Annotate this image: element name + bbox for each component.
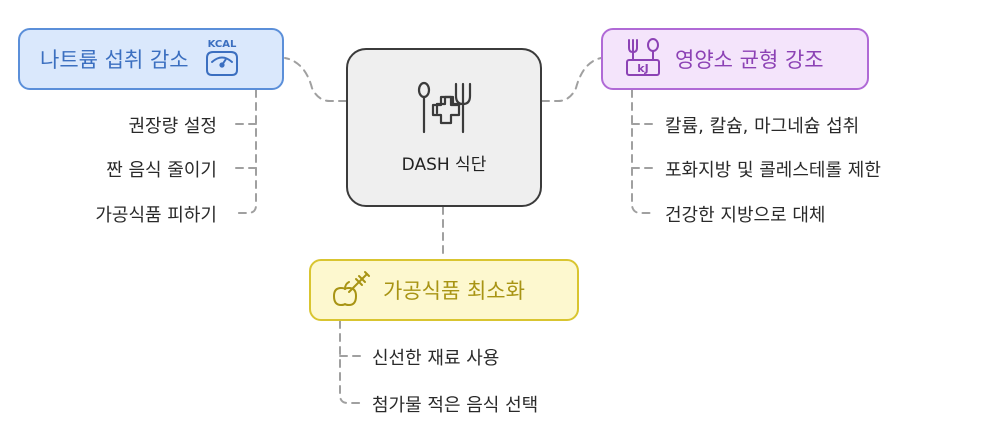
- link-center-balance: [541, 57, 602, 102]
- leaf-sodium-3: 가공식품 피하기: [95, 205, 217, 226]
- topic-processed: 가공식품 최소화: [309, 259, 579, 321]
- topic-processed-label: 가공식품 최소화: [383, 279, 525, 303]
- center-node: DASH 식단: [346, 48, 542, 207]
- leaf-sodium-2: 짠 음식 줄이기: [106, 160, 217, 181]
- link-center-sodium: [284, 57, 347, 102]
- leaf-processed-2: 첨가물 적은 음식 선택: [372, 395, 539, 416]
- leaf-sodium-1: 권장량 설정: [128, 116, 217, 137]
- leaf-balance-1: 칼륨, 칼슘, 마그네슘 섭취: [665, 116, 860, 137]
- kj-utensils-icon: kJ: [623, 36, 663, 83]
- link-balance-leaves: [631, 89, 656, 214]
- topic-balance: kJ 영양소 균형 강조: [601, 28, 869, 90]
- link-processed-leaves: [339, 320, 361, 404]
- leaf-balance-2: 포화지방 및 콜레스테롤 제한: [665, 160, 881, 181]
- center-label: DASH 식단: [401, 155, 487, 175]
- link-sodium-leaves: [233, 89, 257, 214]
- kj-text: kJ: [637, 62, 648, 75]
- apple-syringe-icon: [331, 268, 371, 313]
- leaf-balance-3: 건강한 지방으로 대체: [665, 205, 826, 226]
- kcal-text: KCAL: [207, 39, 236, 50]
- topic-sodium-label: 나트륨 섭취 감소: [40, 48, 189, 72]
- leaf-processed-1: 신선한 재료 사용: [372, 348, 500, 369]
- topic-balance-label: 영양소 균형 강조: [675, 48, 824, 72]
- scale-kcal-icon: KCAL: [201, 36, 243, 83]
- topic-sodium: 나트륨 섭취 감소 KCAL: [18, 28, 284, 90]
- fork-plus-utensils-icon: [414, 80, 474, 142]
